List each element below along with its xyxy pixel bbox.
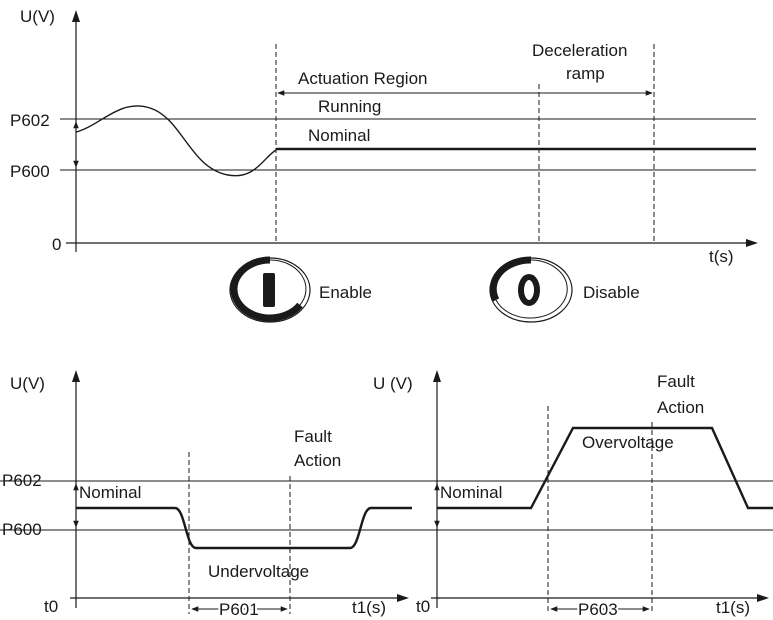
bl-x-axis-label: t1(s) [352,598,386,617]
enable-button[interactable]: Enable [229,256,372,323]
br-fault-label-line2: Action [657,398,704,417]
br-fault-label-line1: Fault [657,372,695,391]
bl-level-p600-label: P600 [2,520,42,539]
top-y-axis-label: U(V) [20,7,55,26]
top-nominal-label: Nominal [308,126,370,145]
top-panel: U(V) t(s) 0 P602 P600 Actuation Region R… [10,7,758,266]
bl-origin-label: t0 [44,597,58,616]
br-x-axis-arrowhead [757,594,769,602]
top-level-p602-label: P602 [10,111,50,130]
top-voltage-curve [75,105,277,177]
enable-button-thick-rim [230,256,303,322]
bottom-left-panel: U(V) t1(s) t0 P602 P600 Nominal Fault Ac… [0,370,412,620]
bl-y-axis-arrowhead [72,370,80,382]
top-actuation-label: Actuation Region [298,69,427,88]
br-x-axis-label: t1(s) [716,598,750,617]
top-running-label: Running [318,97,381,116]
disable-button-thick-rim [489,256,532,302]
br-y-axis-arrowhead [433,370,441,382]
enable-button-thin-rim [269,259,307,306]
bl-x-axis-arrowhead [397,594,409,602]
disable-button[interactable]: Disable [489,256,640,323]
br-y-axis-label: U (V) [373,374,413,393]
bl-p601-label: P601 [219,600,259,619]
br-nominal-label: Nominal [440,483,502,502]
top-origin-label: 0 [52,235,61,254]
bl-fault-label-line2: Action [294,451,341,470]
bottom-right-panel: U (V) t1(s) t0 Nominal Fault Action Over… [373,370,773,620]
bl-undervoltage-label: Undervoltage [208,562,309,581]
top-level-p600-label: P600 [10,162,50,181]
bl-nominal-label: Nominal [79,483,141,502]
bl-fault-label-line1: Fault [294,427,332,446]
bl-y-axis-label: U(V) [10,374,45,393]
disable-glyph-icon [518,274,540,306]
top-decel-label-line1: Deceleration [532,41,627,60]
top-x-axis-arrowhead [746,239,758,247]
disable-button-thin-rim [495,259,568,319]
top-y-axis-arrowhead [72,10,80,22]
top-decel-label-line2: ramp [566,64,605,83]
br-p603-label: P603 [578,600,618,619]
br-origin-label: t0 [416,597,430,616]
enable-glyph-icon [263,273,275,307]
top-x-axis-label: t(s) [709,247,734,266]
enable-label: Enable [319,283,372,302]
bl-undervoltage-trace [76,506,412,550]
br-overvoltage-label: Overvoltage [582,433,674,452]
br-overvoltage-trace [437,426,773,510]
bl-level-p602-label: P602 [2,471,42,490]
disable-label: Disable [583,283,640,302]
